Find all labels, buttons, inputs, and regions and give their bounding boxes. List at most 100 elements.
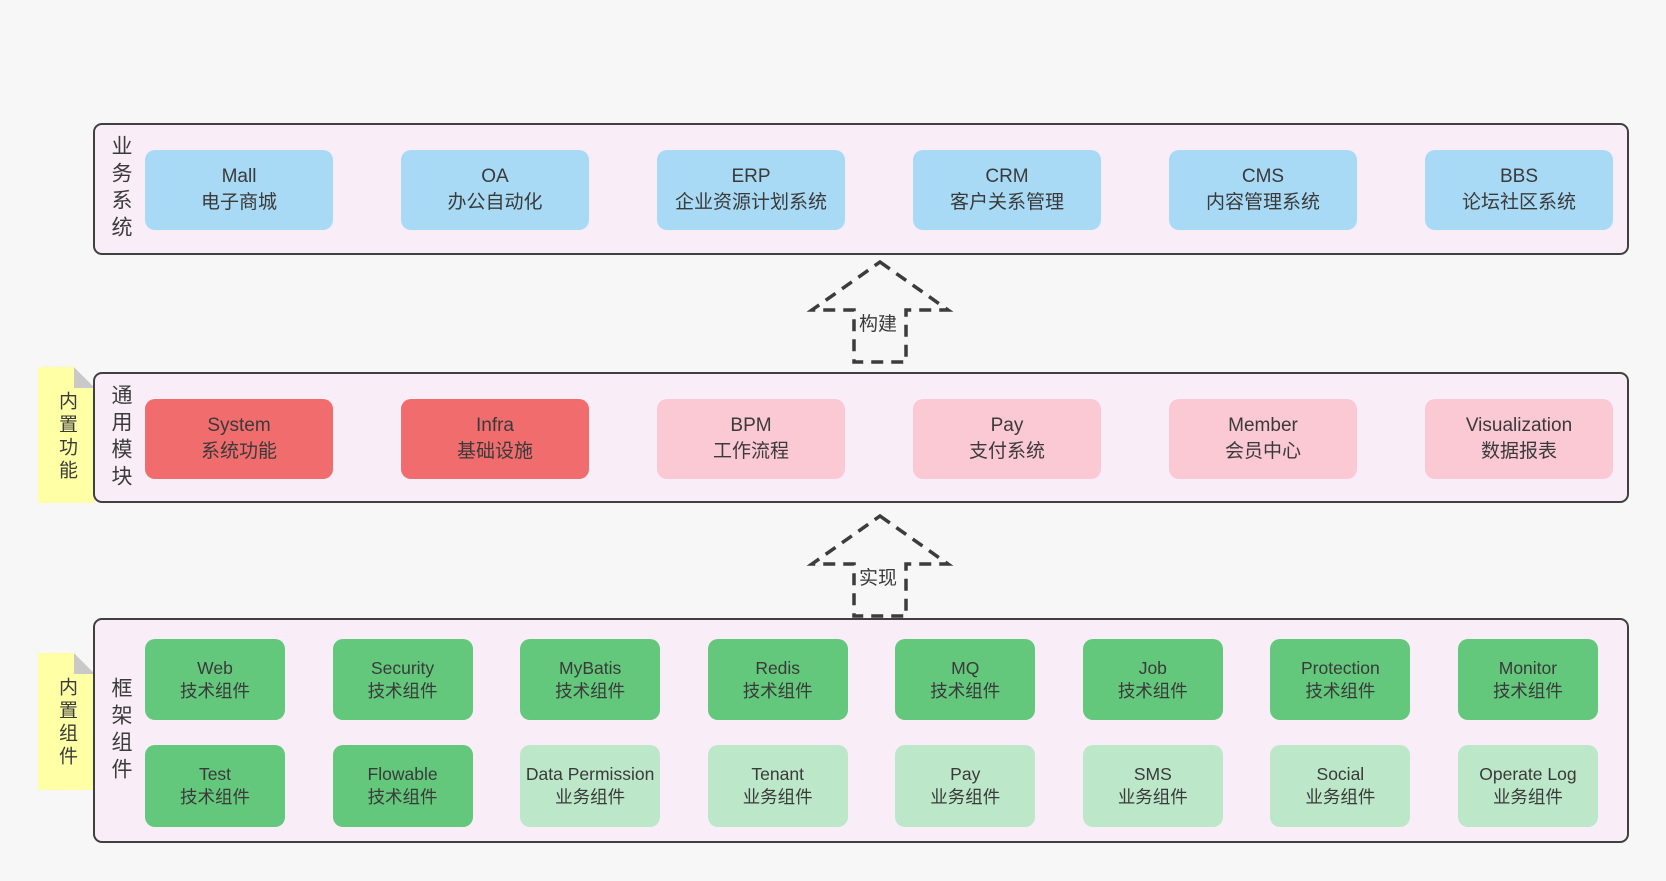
box-subtitle: 支付系统 — [968, 441, 1045, 462]
box-bpm: BPM 工作流程 — [657, 399, 845, 479]
box-subtitle: 技术组件 — [1117, 680, 1188, 701]
common-modules-layer: 通用模块 System 系统功能 Infra 基础设施 BPM 工作流程 — [93, 372, 1629, 503]
box-title: Visualization — [1465, 414, 1573, 436]
note-fold-corner-icon — [74, 367, 95, 388]
box-subtitle: 系统功能 — [200, 441, 277, 462]
box-system: System 系统功能 — [145, 399, 333, 479]
box-title: ERP — [731, 165, 771, 187]
box-subtitle: 业务组件 — [1305, 787, 1376, 807]
box-title: Test — [198, 764, 232, 785]
box-subtitle: 业务组件 — [930, 787, 1001, 807]
box-title: Infra — [475, 414, 515, 436]
box-test: Test 技术组件 — [145, 745, 285, 827]
box-mall: Mall 电子商城 — [145, 150, 333, 230]
box-subtitle: 技术组件 — [1492, 680, 1563, 701]
box-job: Job 技术组件 — [1082, 639, 1223, 720]
box-subtitle: 业务组件 — [1117, 787, 1188, 807]
box-mybatis: MyBatis 技术组件 — [520, 639, 661, 720]
box-pay: Pay 支付系统 — [913, 399, 1101, 479]
box-title: Redis — [755, 657, 801, 678]
box-title: Pay — [950, 764, 981, 785]
box-title: Flowable — [367, 764, 438, 785]
arrow-label: 实现 — [855, 562, 901, 591]
box-title: CMS — [1241, 165, 1285, 187]
box-title: Security — [370, 657, 435, 678]
box-infra: Infra 基础设施 — [401, 399, 589, 479]
box-title: MQ — [951, 657, 980, 678]
sticky-note-builtin-components: 内置组件 — [38, 653, 95, 790]
sticky-note-builtin-features: 内置功能 — [38, 367, 95, 503]
box-tenant: Tenant 业务组件 — [707, 745, 848, 827]
box-subtitle: 技术组件 — [367, 787, 438, 807]
box-subtitle: 业务组件 — [1492, 787, 1563, 807]
box-subtitle: 论坛社区系统 — [1461, 192, 1576, 213]
dashed-up-arrow-icon — [806, 513, 954, 618]
dashed-up-arrow-icon — [806, 259, 954, 364]
box-subtitle: 数据报表 — [1480, 441, 1557, 462]
build-arrow-up-icon: 构建 — [804, 256, 956, 368]
box-title: System — [207, 414, 271, 436]
note-label: 内置组件 — [56, 677, 77, 769]
box-subtitle: 基础设施 — [456, 441, 533, 462]
layer-label-common-modules: 通用模块 — [109, 383, 132, 492]
box-title: Tenant — [751, 764, 804, 785]
box-social: Social 业务组件 — [1270, 745, 1411, 827]
box-data-permission: Data Permission 业务组件 — [520, 745, 661, 827]
box-subtitle: 技术组件 — [1305, 680, 1376, 701]
box-security: Security 技术组件 — [332, 639, 473, 720]
box-subtitle: 会员中心 — [1224, 441, 1301, 462]
box-row: Mall 电子商城 OA 办公自动化 ERP 企业资源计划系统 CRM 客户关系… — [145, 150, 1613, 230]
box-row: Web 技术组件 Security 技术组件 MyBatis 技术组件 Redi… — [145, 639, 1598, 720]
box-subtitle: 业务组件 — [742, 787, 813, 807]
box-subtitle: 技术组件 — [555, 680, 626, 701]
business-systems-layer: 业务系统 Mall 电子商城 OA 办公自动化 ERP 企业资源计划系统 — [93, 123, 1629, 255]
box-mq: MQ 技术组件 — [895, 639, 1036, 720]
box-flowable: Flowable 技术组件 — [332, 745, 473, 827]
box-title: CRM — [985, 165, 1029, 187]
note-label: 内置功能 — [56, 391, 77, 483]
box-member: Member 会员中心 — [1169, 399, 1357, 479]
box-visualization: Visualization 数据报表 — [1425, 399, 1613, 479]
box-subtitle: 客户关系管理 — [949, 192, 1064, 213]
box-title: Operate Log — [1479, 764, 1577, 785]
box-row: Test 技术组件 Flowable 技术组件 Data Permission … — [145, 745, 1598, 827]
box-pay: Pay 业务组件 — [895, 745, 1036, 827]
box-subtitle: 办公自动化 — [447, 192, 543, 213]
box-title: Protection — [1300, 657, 1380, 678]
box-bbs: BBS 论坛社区系统 — [1425, 150, 1613, 230]
box-title: Pay — [990, 414, 1024, 436]
box-operate-log: Operate Log 业务组件 — [1457, 745, 1598, 827]
box-redis: Redis 技术组件 — [707, 639, 848, 720]
box-title: Job — [1138, 657, 1167, 678]
box-subtitle: 企业资源计划系统 — [674, 192, 827, 213]
box-title: Data Permission — [525, 764, 655, 785]
box-title: Mall — [221, 165, 257, 187]
box-title: BPM — [730, 414, 772, 436]
box-title: Social — [1316, 764, 1365, 785]
box-subtitle: 技术组件 — [367, 680, 438, 701]
box-title: MyBatis — [559, 657, 622, 678]
note-fold-corner-icon — [74, 653, 95, 674]
box-subtitle: 业务组件 — [555, 787, 626, 807]
box-subtitle: 技术组件 — [930, 680, 1001, 701]
box-title: Monitor — [1498, 657, 1558, 678]
box-crm: CRM 客户关系管理 — [913, 150, 1101, 230]
box-subtitle: 电子商城 — [200, 192, 277, 213]
box-oa: OA 办公自动化 — [401, 150, 589, 230]
implement-arrow-up-icon: 实现 — [804, 510, 956, 622]
box-title: SMS — [1133, 764, 1172, 785]
box-title: OA — [481, 165, 509, 187]
box-subtitle: 技术组件 — [180, 680, 250, 701]
box-subtitle: 技术组件 — [180, 787, 250, 807]
layer-label-business-systems: 业务系统 — [109, 135, 132, 243]
box-web: Web 技术组件 — [145, 639, 285, 720]
box-erp: ERP 企业资源计划系统 — [657, 150, 845, 230]
box-subtitle: 内容管理系统 — [1205, 192, 1320, 213]
box-title: Web — [197, 657, 233, 678]
framework-components-layer: 框架组件 Web 技术组件 Security 技术组件 MyBatis 技术组件 — [93, 618, 1629, 843]
box-subtitle: 工作流程 — [712, 441, 789, 462]
arrow-label: 构建 — [855, 308, 901, 337]
box-protection: Protection 技术组件 — [1270, 639, 1411, 720]
box-row: System 系统功能 Infra 基础设施 BPM 工作流程 Pay 支付系统 — [145, 399, 1613, 479]
